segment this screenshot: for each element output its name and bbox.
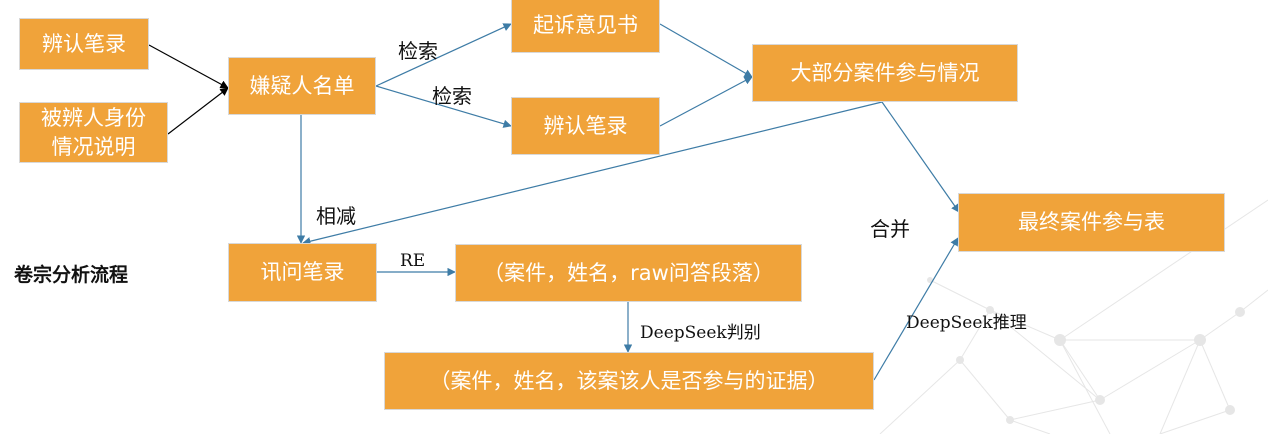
label-deepseek-tuili: DeepSeek推理 — [906, 313, 1027, 333]
box-zhengju: （案件，姓名，该案该人是否参与的证据） — [384, 352, 874, 410]
box-dabufen-anjian: 大部分案件参与情况 — [752, 44, 1018, 102]
arrow-xianyi-to-bianren2 — [375, 85, 512, 128]
box-raw-wenda: （案件，姓名，raw问答段落） — [455, 244, 802, 302]
label-deepseek-panbie: DeepSeek判别 — [640, 323, 761, 343]
label-re: RE — [400, 251, 426, 271]
box-bianren-bilu-2: 辨认笔录 — [511, 97, 660, 155]
arrow-bianren2-to-dabufen — [659, 76, 753, 127]
arrow-dabufen-to-zuizhong — [881, 101, 960, 213]
arrow-qisu-to-dabufen — [659, 23, 753, 78]
box-qisu-yijianshu: 起诉意见书 — [511, 0, 660, 53]
label-hebing: 合并 — [870, 217, 910, 241]
label-jiansuo-2: 检索 — [432, 84, 472, 108]
box-bianren-bilu-1: 辨认笔录 — [19, 18, 149, 70]
arrow-xianyi-to-qisu — [375, 23, 512, 87]
box-zuizhong-anjian: 最终案件参与表 — [958, 193, 1225, 252]
label-xiangjian: 相减 — [316, 204, 356, 228]
box-xunwen-bilu: 讯问笔录 — [228, 243, 377, 302]
arrow-bianren-to-xianyi — [148, 44, 229, 89]
arrow-beibianren-to-xianyi — [167, 87, 229, 135]
arrow-dabufen-to-xunwen — [302, 101, 883, 246]
box-xianyiren-mingdan: 嫌疑人名单 — [228, 57, 376, 115]
label-jiansuo-1: 检索 — [398, 39, 438, 63]
box-beibianren-shenfen: 被辨人身份 情况说明 — [19, 102, 168, 163]
arrow-zhengju-to-zuizhong — [873, 237, 959, 381]
diagram-title: 卷宗分析流程 — [14, 264, 129, 286]
